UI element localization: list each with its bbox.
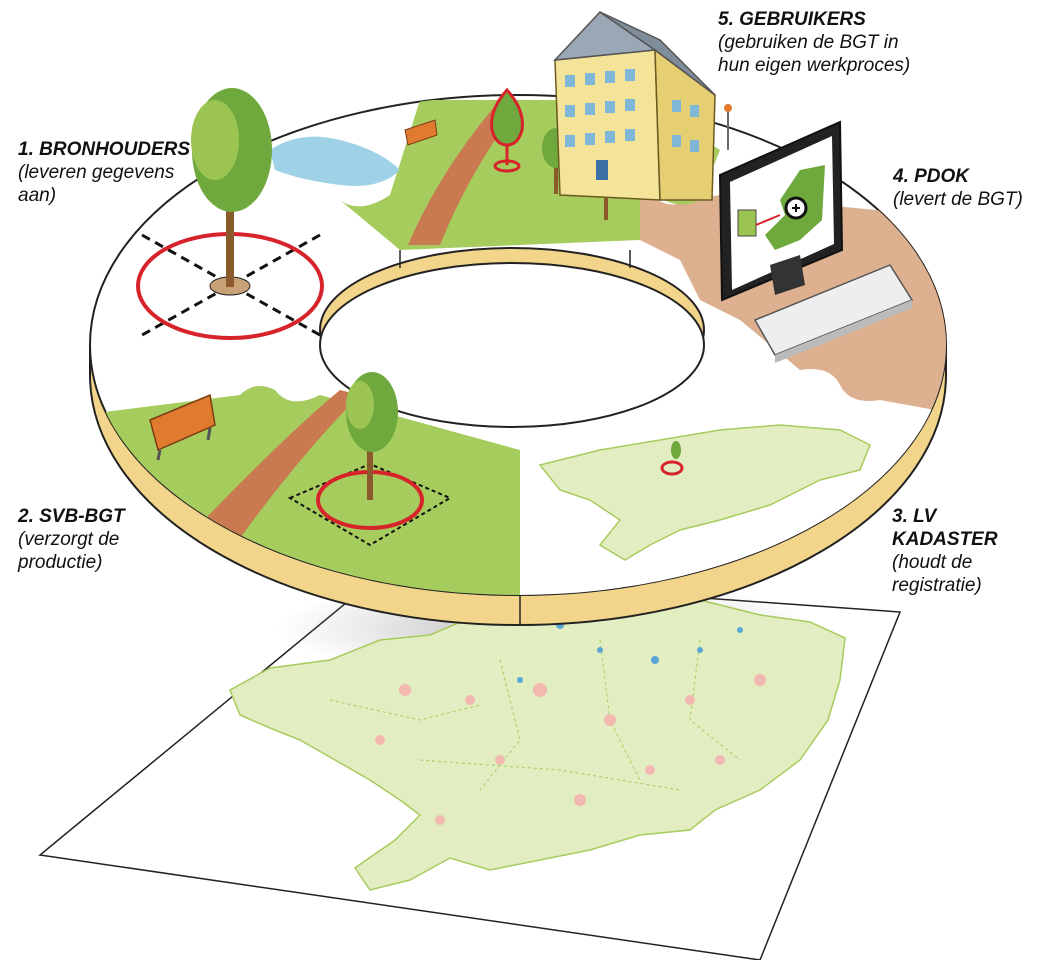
building-icon [553,11,732,201]
label-bronhouders-title: 1. BRONHOUDERS [18,139,191,160]
computer-monitor-icon [718,120,844,302]
label-svb-subtitle: (verzorgt de productie) [18,529,120,573]
label-svb-title: 2. SVB-BGT [18,506,125,527]
map-marker [660,441,684,476]
base-map-sheet [38,574,902,960]
label-kadaster-title: 3. LV KADASTER [892,506,998,550]
keyboard-icon [753,264,914,363]
bicycle-path-top [408,100,520,245]
map-cities [375,674,766,825]
label-gebruikers-title: 5. GEBRUIKERS [718,9,866,30]
label-pdok-title: 4. PDOK [893,166,970,187]
label-kadaster-subtitle: (houdt de registratie) [892,552,982,596]
label-gebruikers: 5. GEBRUIKERS (gebruiken de BGT in hun e… [718,8,910,77]
segment-map [538,424,871,561]
label-pdok-subtitle: (levert de BGT) [893,189,1023,210]
svb-tree [287,372,453,547]
label-gebruikers-subtitle: (gebruiken de BGT in hun eigen werkproce… [718,32,911,76]
highlighted-tree [490,87,524,173]
label-bronhouders: 1. BRONHOUDERS (leveren gegevens aan) [18,138,190,207]
bench-icon [149,393,216,461]
pond [270,136,400,186]
bench-icon [404,119,438,146]
label-svb-bgt: 2. SVB-BGT (verzorgt de productie) [18,505,125,574]
bgt-ring [89,11,947,626]
bronhouders-tree [136,88,324,340]
bicycle-path [185,390,360,545]
label-pdok: 4. PDOK (levert de BGT) [893,165,1023,211]
label-lv-kadaster: 3. LV KADASTER (houdt de registratie) [892,505,1038,597]
map-lakes [517,621,743,683]
label-bronhouders-subtitle: (leveren gegevens aan) [18,162,175,206]
